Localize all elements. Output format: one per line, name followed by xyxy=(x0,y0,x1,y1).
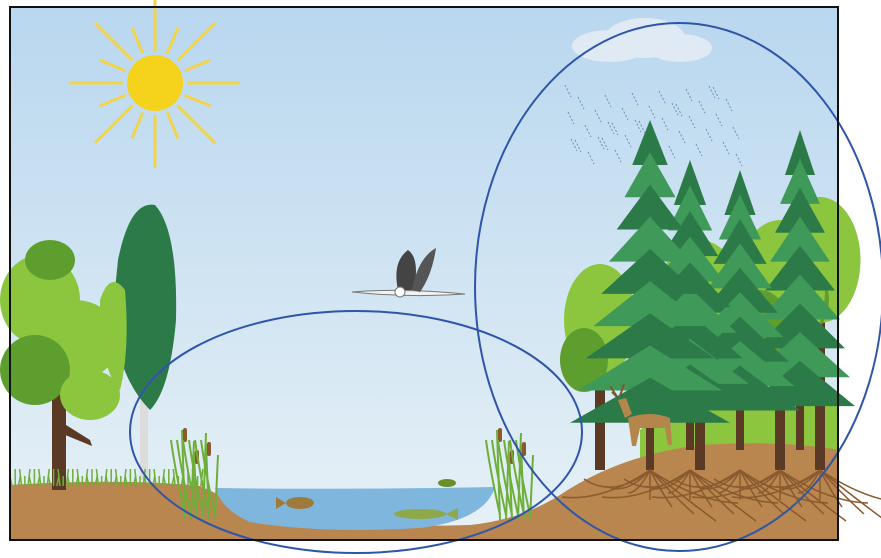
sun-icon xyxy=(70,0,240,168)
frog-icon xyxy=(438,479,456,487)
